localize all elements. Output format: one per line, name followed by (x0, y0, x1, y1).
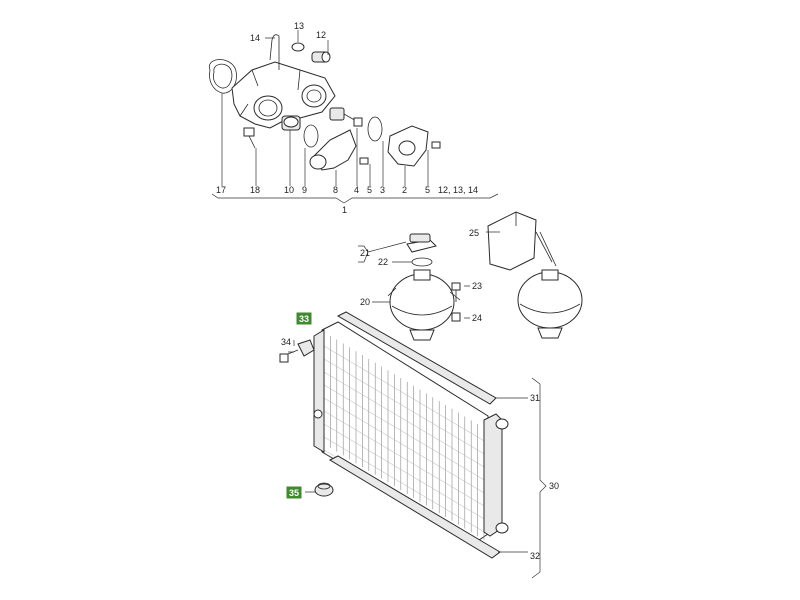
callout-14: 14 (250, 33, 260, 43)
temperature-sensor-12 (311, 51, 331, 63)
screw-34 (279, 353, 289, 363)
badge-35[interactable]: 35 (285, 485, 303, 500)
fin-row (323, 410, 487, 508)
callout-31: 31 (530, 393, 540, 403)
radiator-bracket-30 (531, 377, 547, 579)
callout-32: 32 (530, 551, 540, 561)
bolt-5b (431, 141, 441, 149)
callout-23: 23 (472, 281, 482, 291)
badge-35-label: 35 (289, 488, 299, 498)
callout-13: 13 (294, 21, 304, 31)
callout-12: 12 (316, 30, 326, 40)
badge-33[interactable]: 33 (295, 311, 313, 326)
rubber-mount-35 (314, 482, 334, 497)
seal-22 (411, 257, 433, 267)
fin-row (323, 423, 487, 521)
callout-2: 2 (402, 185, 407, 195)
fin-row (323, 345, 487, 443)
expansion-tank-assembled (517, 269, 583, 339)
callout-17: 17 (216, 185, 226, 195)
fin-row (323, 436, 487, 534)
callout-10: 10 (284, 185, 294, 195)
callout-4: 4 (354, 185, 359, 195)
bolt-5a (359, 157, 369, 165)
sensor-4 (329, 107, 363, 127)
callout-18: 18 (250, 185, 260, 195)
fin-row (323, 384, 487, 482)
fin-row (323, 371, 487, 469)
expansion-tank-assembly (358, 211, 583, 341)
callout-34: 34 (281, 337, 291, 347)
bolt-23 (451, 282, 461, 302)
callout-30: 30 (549, 481, 559, 491)
callout-8: 8 (333, 185, 338, 195)
o-ring-9 (303, 124, 319, 148)
radiator-fins (323, 332, 487, 547)
thermostat-housing-assembly (208, 30, 499, 204)
nut-24 (451, 312, 461, 322)
callout-20: 20 (360, 297, 370, 307)
callout-5b: 5 (425, 185, 430, 195)
callout-24: 24 (472, 313, 482, 323)
thermostat-10 (281, 115, 301, 131)
seal-13 (291, 42, 305, 52)
fin-row (323, 397, 487, 495)
assembly-bracket-1 (211, 193, 499, 204)
o-ring-3 (367, 116, 383, 142)
callout-1: 1 (342, 205, 347, 215)
retaining-clip-14 (269, 34, 280, 70)
bolt-18 (243, 127, 256, 149)
callout-21: 21 (360, 248, 370, 258)
badge-33-label: 33 (299, 314, 309, 324)
callout-12-13-14: 12, 13, 14 (438, 185, 478, 195)
callout-3: 3 (380, 185, 385, 195)
callout-22: 22 (378, 257, 388, 267)
rubber-mount-33 (287, 339, 315, 357)
callout-9: 9 (302, 185, 307, 195)
filler-cap-21 (406, 233, 437, 253)
callout-labels: 14 13 12 17 18 10 9 8 4 5 3 2 5 12, 13, … (216, 21, 559, 561)
callout-25: 25 (469, 228, 479, 238)
callout-5a: 5 (367, 185, 372, 195)
radiator-assembly (279, 311, 547, 579)
warning-sender-25 (487, 211, 557, 271)
fin-row (323, 358, 487, 456)
expansion-tank-20 (387, 269, 461, 341)
